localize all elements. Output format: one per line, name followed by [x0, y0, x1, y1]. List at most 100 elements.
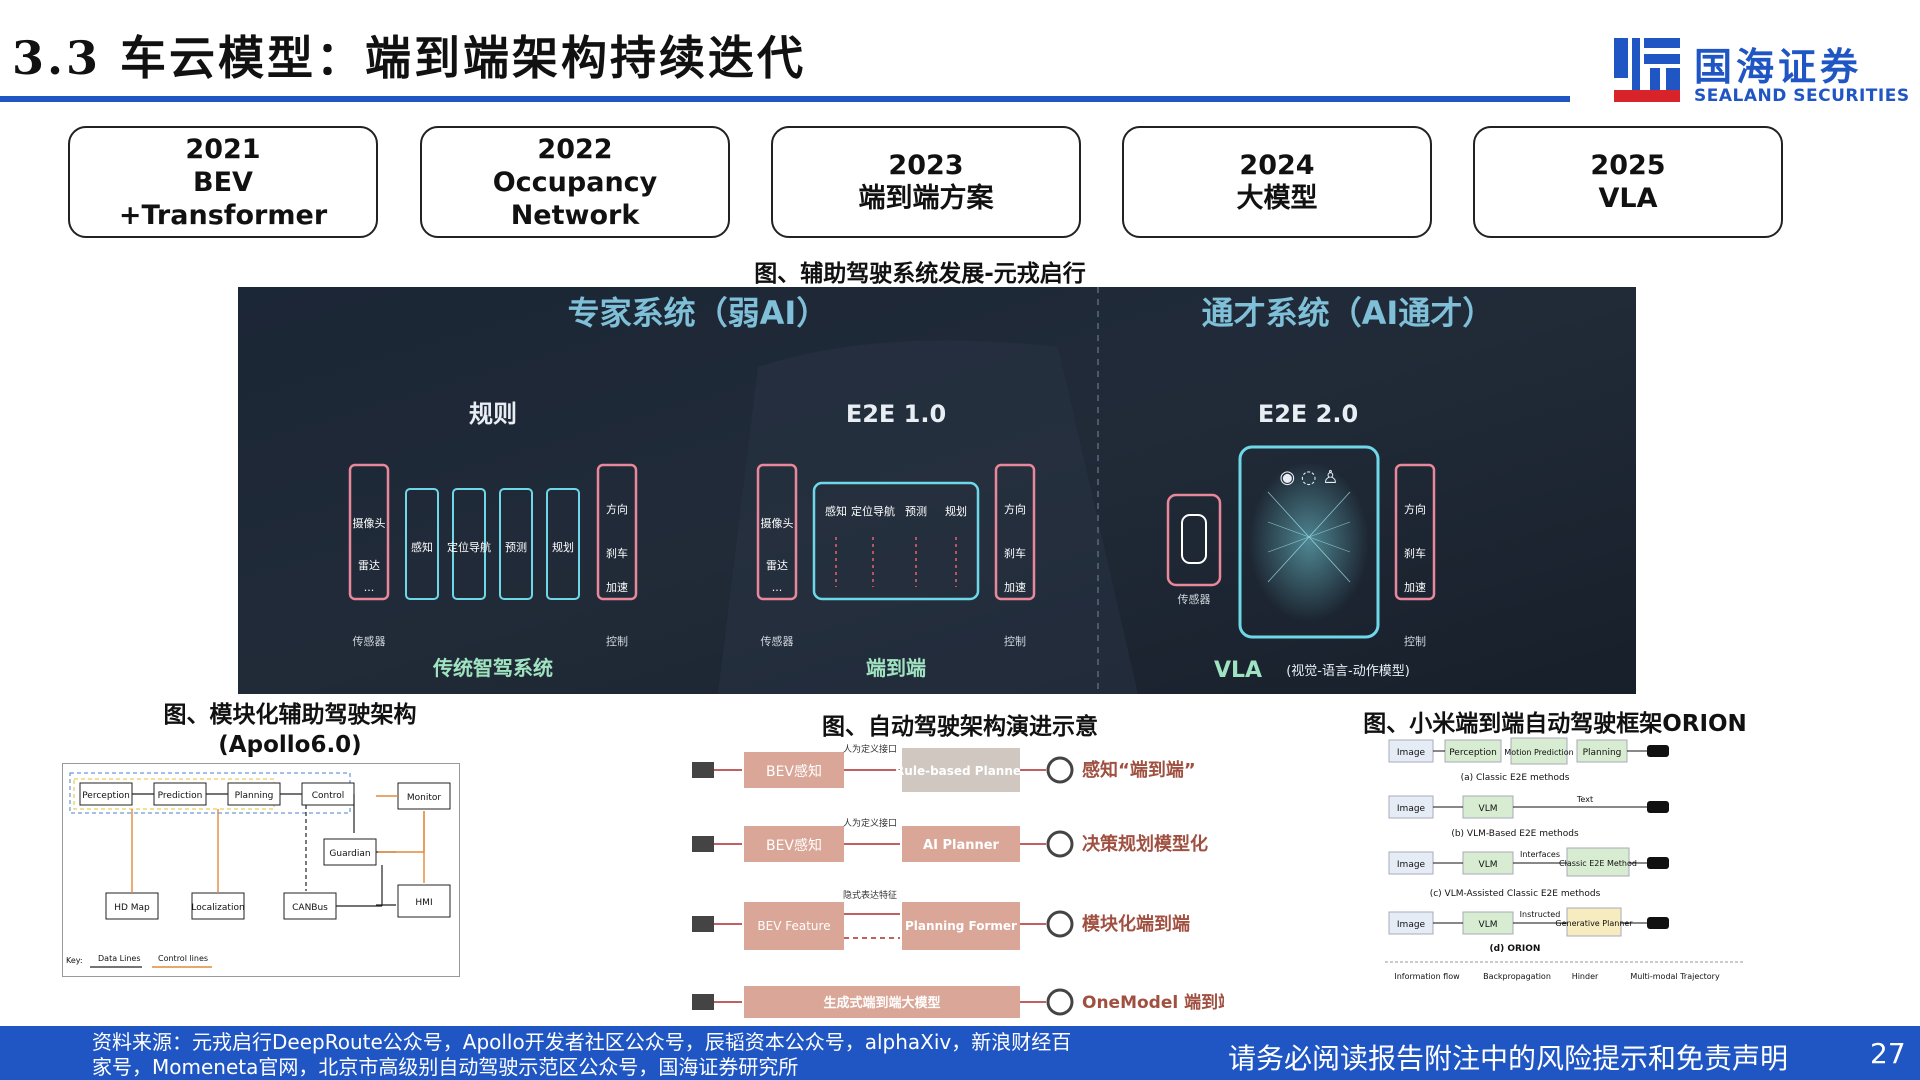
evo-row2-note: 人为定义接口 [843, 817, 897, 829]
orion-a-planning-label: Planning [1583, 748, 1622, 758]
evo-row3-right [902, 902, 1020, 950]
orion-legend-4: Multi-modal Trajectory [1630, 972, 1720, 981]
rules-sensor-label: 传感器 [353, 635, 386, 648]
footer-bar [0, 1026, 1920, 1080]
rules-control-1: 方向 [606, 502, 628, 516]
timeline-line: BEV [193, 166, 253, 198]
orion-c-note: Interfaces [1520, 850, 1560, 859]
evo-row2-right [902, 826, 1020, 862]
steering-wheel-icon [1046, 756, 1074, 784]
e2e1-control-1: 方向 [1004, 502, 1026, 516]
apollo-control-label: Control [312, 791, 345, 801]
hero-right-header: 通才系统（AI通才） [1202, 294, 1495, 332]
timeline-line: Occupancy [492, 166, 658, 198]
e2e2-vla-box [1238, 445, 1380, 639]
timeline-line: 2021 [185, 133, 261, 165]
evo-row3-label: 模块化端到端 [1082, 913, 1190, 935]
orion-a-sub: (a) Classic E2E methods [1461, 773, 1570, 783]
orion-b-note: Text [1576, 795, 1593, 804]
timeline-line: 2025 [1590, 150, 1666, 181]
orion-c-classic-label: Classic E2E Method [1559, 859, 1637, 868]
rules-sensor-3: ... [364, 581, 375, 594]
orion-legend-2: Backpropagation [1483, 972, 1551, 981]
camera-icon [692, 762, 714, 778]
orion-legend-1: Information flow [1394, 972, 1460, 981]
e2e2-control-2: 刹车 [1404, 546, 1426, 560]
hero-caption: 图、辅助驾驶系统发展-元戎启行 [754, 261, 1086, 287]
timeline-line: 大模型 [1236, 183, 1318, 214]
e2e2-footer: VLA [1214, 658, 1262, 683]
page-number: 27 [1870, 1037, 1906, 1070]
apollo-main-dashed [69, 772, 351, 814]
e2e1-module-4: 规划 [945, 504, 967, 518]
orion-a-motion [1510, 737, 1568, 765]
evo-row1-left [744, 752, 844, 788]
rules-module-3-label: 预测 [505, 541, 527, 554]
evolution-diagram: BEV感知 人为定义接口 Rule-based Planner 感知“端到端” … [680, 738, 1224, 1028]
eye-voice-human-icons: ◉ ◌ ♙ [1280, 467, 1339, 488]
e2e1-module-1: 感知 [825, 504, 847, 518]
apollo-guardian-label: Guardian [329, 849, 370, 859]
orion-legend-3: Hinder [1572, 972, 1599, 981]
orion-d-planner-label: Generative Planner [1555, 919, 1633, 928]
modular-caption: 图、模块化辅助驾驶架构 (Apollo6.0) [125, 700, 455, 760]
orion-a-image-label: Image [1397, 748, 1426, 758]
apollo-control-lines [131, 795, 425, 893]
rules-module-4 [546, 488, 580, 600]
apollo-perception-dashed [73, 778, 275, 810]
orion-b-vlm-label: VLM [1479, 804, 1498, 814]
apollo-hmi [397, 884, 451, 918]
apollo-diagram: Perception Prediction Planning Control M… [62, 763, 460, 977]
apollo-monitor [397, 782, 451, 810]
evo-row1-right-label: Rule-based Planner [895, 764, 1027, 778]
rules-footer: 传统智驾系统 [432, 656, 553, 680]
e2e1-control-label: 控制 [1004, 634, 1026, 648]
e2e1-sensor-3: ... [772, 581, 783, 594]
evo-row4-label: OneModel 端到端 [1082, 992, 1224, 1013]
footer-sources: 资料来源：元戎启行DeepRoute公众号，Apollo开发者社区公众号，辰韬资… [92, 1030, 1072, 1079]
sealand-logo-icon [1614, 38, 1680, 102]
e2e1-control-2: 刹车 [1004, 546, 1026, 560]
evo-row3-left [744, 902, 844, 950]
evo-row3-note: 隐式表达特征 [843, 889, 897, 901]
apollo-localization-label: Localization [191, 903, 244, 913]
evo-row3-left-label: BEV Feature [757, 919, 830, 933]
rules-title: 规则 [469, 400, 517, 428]
modular-caption-line2: (Apollo6.0) [218, 732, 362, 758]
timeline-line: 2023 [888, 150, 964, 181]
evolution-caption: 图、自动驾驶架构演进示意 [822, 714, 1098, 740]
e2e1-module-2: 定位导航 [851, 504, 895, 518]
car-icon [1647, 917, 1669, 929]
orion-c-classic [1566, 847, 1630, 877]
evo-row4-box-label: 生成式端到端大模型 [823, 995, 940, 1011]
e2e1-control-3: 加速 [1004, 581, 1026, 594]
e2e2-control-1: 方向 [1404, 502, 1426, 516]
logo-english: SEALAND SECURITIES [1694, 86, 1910, 106]
orion-a-perception-label: Perception [1449, 748, 1497, 758]
rules-sensor-box [348, 463, 390, 601]
e2e1-footer: 端到端 [866, 656, 926, 680]
apollo-hmi-label: HMI [415, 898, 432, 908]
rules-control-2: 刹车 [606, 546, 628, 560]
orion-d-image-label: Image [1397, 920, 1426, 930]
rules-sensor-2: 雷达 [358, 559, 380, 572]
timeline-line: 2022 [537, 133, 613, 165]
e2e1-merged-box [812, 481, 980, 601]
logo-chinese: 国海证券 [1694, 45, 1863, 89]
neural-net-icon [1267, 491, 1351, 583]
apollo-perception-label: Perception [82, 791, 130, 801]
orion-b-sub: (b) VLM-Based E2E methods [1451, 829, 1579, 839]
rules-module-1-label: 感知 [411, 540, 433, 554]
apollo-key-label: Key: [66, 956, 83, 965]
rules-module-4-label: 规划 [552, 540, 574, 554]
camera-icon [692, 836, 714, 852]
hero-diagram: 专家系统（弱AI） 通才系统（AI通才） 规则 摄像头 雷达 ... 感知 定位… [238, 287, 1636, 694]
timeline-line: VLA [1598, 183, 1658, 214]
evo-row2-left-label: BEV感知 [766, 837, 822, 854]
rules-module-2 [452, 488, 486, 600]
evo-row4-box [744, 986, 1020, 1018]
